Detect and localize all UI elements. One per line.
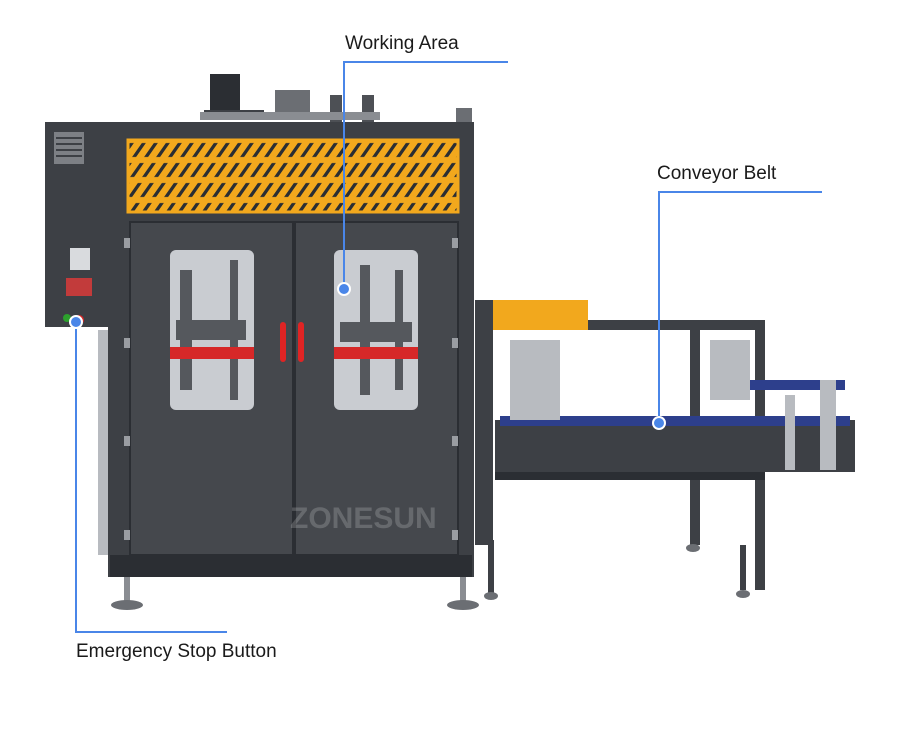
conveyor-cover [493,300,588,330]
callout-label-working-area: Working Area [345,33,459,54]
left-door-handle[interactable] [280,322,286,362]
emergency-stop-leader [75,322,227,633]
emergency-stop-marker [69,315,83,329]
working-area-marker [337,282,351,296]
right-guard-rail [334,347,418,359]
conveyor-belt-leader [658,191,822,423]
start-button[interactable] [63,314,71,322]
callout-label-conveyor-belt: Conveyor Belt [657,163,777,184]
conveyor-belt [500,416,850,426]
working-area-leader [343,61,508,289]
callout-lines [75,61,822,633]
conveyor-section [484,300,855,600]
main-cabinet [108,122,479,610]
callout-label-emergency-stop: Emergency Stop Button [76,641,277,662]
top-drive-unit [200,74,472,125]
left-guard-rail [170,347,254,359]
side-frame [98,300,494,595]
right-door-handle[interactable] [298,322,304,362]
conveyor-belt-marker [652,416,666,430]
watermark: ZONESUN [290,502,437,535]
ventilation-panel [128,140,458,212]
control-box [45,122,115,327]
